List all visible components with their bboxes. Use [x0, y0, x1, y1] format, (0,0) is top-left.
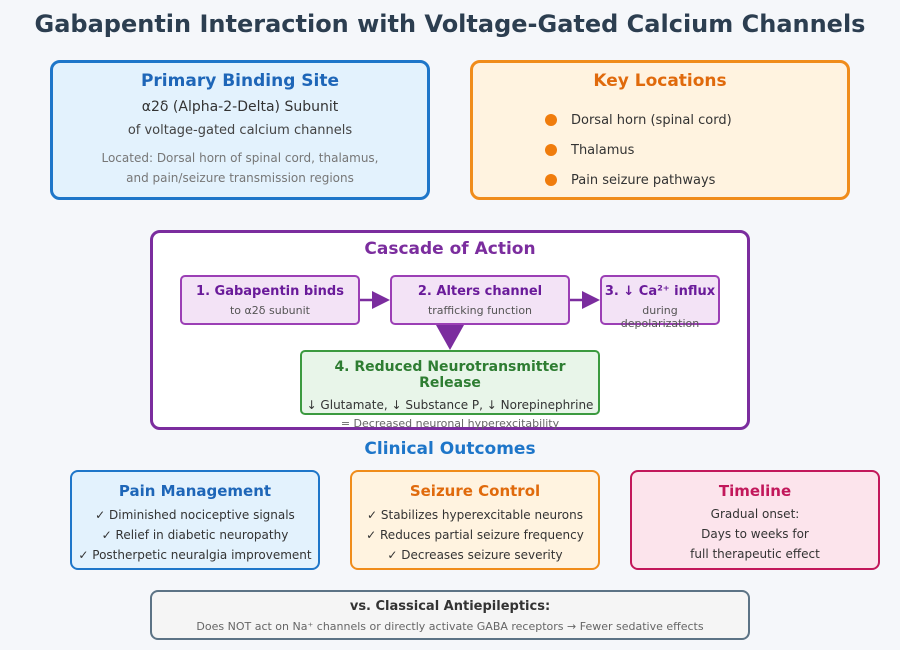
pain-management-box: Pain Management ✓ Diminished nociceptive… — [70, 470, 320, 570]
primary-binding-site-box: Primary Binding Site α2δ (Alpha-2-Delta)… — [50, 60, 430, 200]
located-line-2: and pain/seizure transmission regions — [126, 171, 354, 185]
location-label: Pain seizure pathways — [571, 173, 716, 188]
pain-heading: Pain Management — [118, 482, 272, 500]
location-item: Thalamus — [545, 141, 634, 161]
bullet-dot-icon — [545, 143, 557, 156]
cascade-step-2: 2. Alters channel trafficking function — [390, 275, 570, 325]
channel-text: of voltage-gated calcium channels — [127, 123, 353, 138]
pain-item: ✓ Diminished nociceptive signals — [95, 508, 295, 522]
step-desc: during depolarization — [620, 304, 700, 330]
versus-classical-box: vs. Classical Antiepileptics: Does NOT a… — [150, 590, 750, 640]
timeline-line: Gradual onset: — [710, 507, 800, 521]
cascade-step-1: 1. Gabapentin binds to α2δ subunit — [180, 275, 360, 325]
versus-desc: Does NOT act on Na⁺ channels or directly… — [196, 620, 704, 633]
timeline-line: full therapeutic effect — [690, 547, 820, 561]
location-item: Dorsal horn (spinal cord) — [545, 111, 732, 131]
location-item: Pain seizure pathways — [545, 171, 715, 191]
seizure-item: ✓ Stabilizes hyperexcitable neurons — [367, 508, 583, 522]
primary-binding-heading: Primary Binding Site — [140, 71, 340, 91]
page-title: Gabapentin Interaction with Voltage-Gate… — [34, 10, 866, 38]
step4-note: = Decreased neuronal hyperexcitability — [340, 417, 560, 430]
versus-heading: vs. Classical Antiepileptics: — [349, 599, 551, 614]
located-text: Located: Dorsal horn of spinal cord, tha… — [53, 148, 427, 188]
key-locations-heading: Key Locations — [593, 71, 727, 91]
subunit-text: α2δ (Alpha-2-Delta) Subunit — [141, 99, 339, 115]
key-locations-box: Key Locations Dorsal horn (spinal cord) … — [470, 60, 850, 200]
step4-title: 4. Reduced Neurotransmitter Release — [334, 359, 566, 391]
location-label: Thalamus — [571, 143, 635, 158]
located-line-1: Located: Dorsal horn of spinal cord, tha… — [101, 151, 379, 165]
cascade-heading: Cascade of Action — [364, 239, 536, 259]
step-title: 1. Gabapentin binds — [196, 284, 344, 299]
timeline-heading: Timeline — [718, 482, 792, 500]
seizure-item: ✓ Reduces partial seizure frequency — [366, 528, 584, 542]
seizure-control-box: Seizure Control ✓ Stabilizes hyperexcita… — [350, 470, 600, 570]
cascade-step-4: 4. Reduced Neurotransmitter Release ↓ Gl… — [300, 350, 600, 430]
seizure-item: ✓ Decreases seizure severity — [387, 548, 563, 562]
timeline-box: Timeline Gradual onset: Days to weeks fo… — [630, 470, 880, 570]
location-label: Dorsal horn (spinal cord) — [571, 113, 732, 128]
timeline-line: Days to weeks for — [701, 527, 809, 541]
bullet-dot-icon — [545, 173, 557, 186]
bullet-dot-icon — [545, 113, 557, 126]
cascade-step-3: 3. ↓ Ca²⁺ influx during depolarization — [600, 275, 720, 330]
clinical-outcomes-heading: Clinical Outcomes — [364, 439, 536, 459]
step-title: 3. ↓ Ca²⁺ influx — [604, 284, 716, 299]
seizure-heading: Seizure Control — [409, 482, 541, 500]
step-title: 2. Alters channel — [417, 284, 543, 299]
pain-item: ✓ Postherpetic neuralgia improvement — [78, 548, 312, 562]
step-desc: trafficking function — [427, 304, 533, 317]
pain-item: ✓ Relief in diabetic neuropathy — [101, 528, 289, 542]
step-desc: to α2δ subunit — [229, 304, 310, 317]
step4-desc: ↓ Glutamate, ↓ Substance P, ↓ Norepineph… — [306, 398, 594, 412]
